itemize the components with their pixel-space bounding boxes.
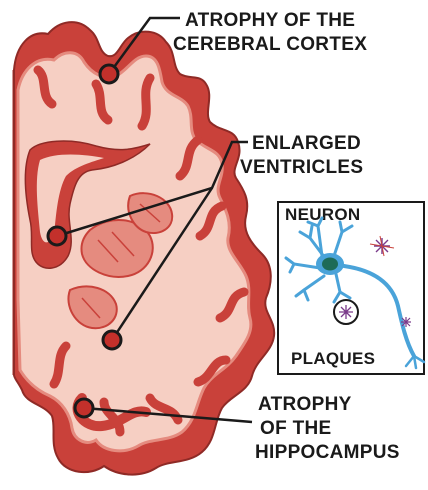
plaque-cluster-small bbox=[401, 317, 411, 327]
hippocampus-label-line1: ATROPHY bbox=[258, 394, 352, 415]
plaque-in-magnifier bbox=[339, 305, 353, 319]
neuron-nucleus bbox=[322, 258, 338, 271]
brain-cross-section bbox=[14, 22, 274, 474]
hippocampus-label-line2: OF THE bbox=[260, 418, 331, 439]
hippocampus-label-line3: HIPPOCAMPUS bbox=[255, 442, 400, 463]
cortex-label-line1: ATROPHY OF THE bbox=[185, 10, 355, 31]
ventricles-label-line2: VENTRICLES bbox=[240, 157, 363, 178]
ventricles-label-line1: ENLARGED bbox=[252, 133, 361, 154]
ventricle-marker-1 bbox=[48, 227, 66, 245]
plaques-label: PLAQUES bbox=[291, 349, 375, 368]
hippocampus-marker bbox=[75, 399, 93, 417]
inset-title: NEURON bbox=[285, 205, 360, 224]
cortex-marker bbox=[100, 65, 118, 83]
neuron-inset: NEURON bbox=[278, 202, 424, 374]
cortex-label-line2: CEREBRAL CORTEX bbox=[173, 34, 367, 55]
ventricle-marker-2 bbox=[103, 331, 121, 349]
